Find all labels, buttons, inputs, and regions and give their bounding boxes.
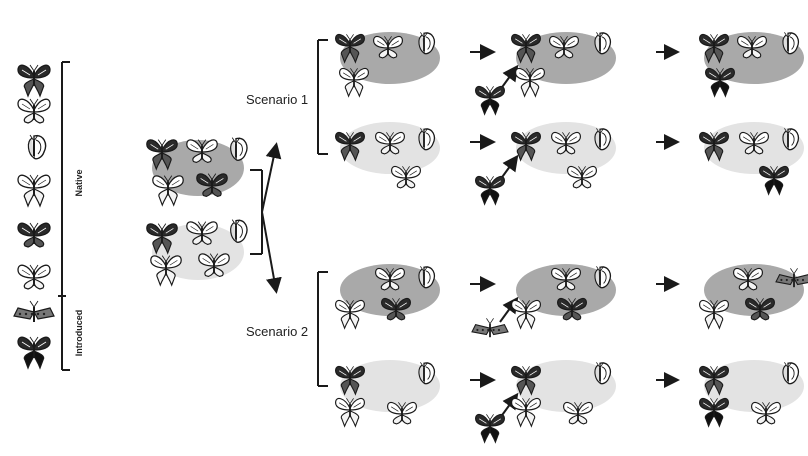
comma-butterfly-icon [595, 128, 610, 149]
longtail-butterfly-icon [512, 398, 541, 426]
swallowtail-butterfly-icon [18, 65, 50, 96]
white-butterfly-icon [18, 99, 50, 123]
blacktail-butterfly-icon [476, 414, 505, 442]
comma-butterfly-icon [595, 266, 610, 287]
blacktail-butterfly-icon [476, 86, 505, 114]
comma-butterfly-icon [231, 220, 247, 243]
introduced-label: Introduced [74, 310, 84, 357]
small-butterfly-icon [18, 265, 50, 289]
native-bracket [62, 62, 70, 296]
blacktail-butterfly-icon [18, 337, 50, 368]
scenario-1-label: Scenario 1 [246, 92, 308, 107]
scenario-1-bracket [318, 40, 328, 154]
comma-butterfly-icon [419, 266, 434, 287]
checkered-butterfly-icon [18, 223, 50, 247]
comma-butterfly-icon [595, 32, 610, 53]
comma-butterfly-icon [419, 362, 434, 383]
blacktail-butterfly-icon [476, 176, 505, 204]
scenario-2-bracket [318, 272, 328, 386]
moth-butterfly-icon [472, 318, 508, 337]
comma-butterfly-icon [419, 128, 434, 149]
comma-butterfly-icon [595, 362, 610, 383]
comma-butterfly-icon [783, 362, 798, 383]
comma-butterfly-icon [783, 32, 798, 53]
comma-butterfly-icon [231, 138, 247, 161]
comma-butterfly-icon [419, 32, 434, 53]
moth-butterfly-icon [14, 301, 54, 322]
native-label: Native [74, 169, 84, 196]
comma-butterfly-icon [28, 135, 45, 159]
blacktail-butterfly-icon [700, 398, 729, 426]
species-legend: Native Introduced [14, 62, 84, 370]
scenario-2-label: Scenario 2 [246, 324, 308, 339]
introduced-bracket [58, 296, 70, 370]
longtail-butterfly-icon [18, 175, 50, 206]
comma-butterfly-icon [783, 128, 798, 149]
branch-connector [250, 146, 276, 290]
longtail-butterfly-icon [336, 398, 365, 426]
legend-icons [14, 65, 54, 368]
